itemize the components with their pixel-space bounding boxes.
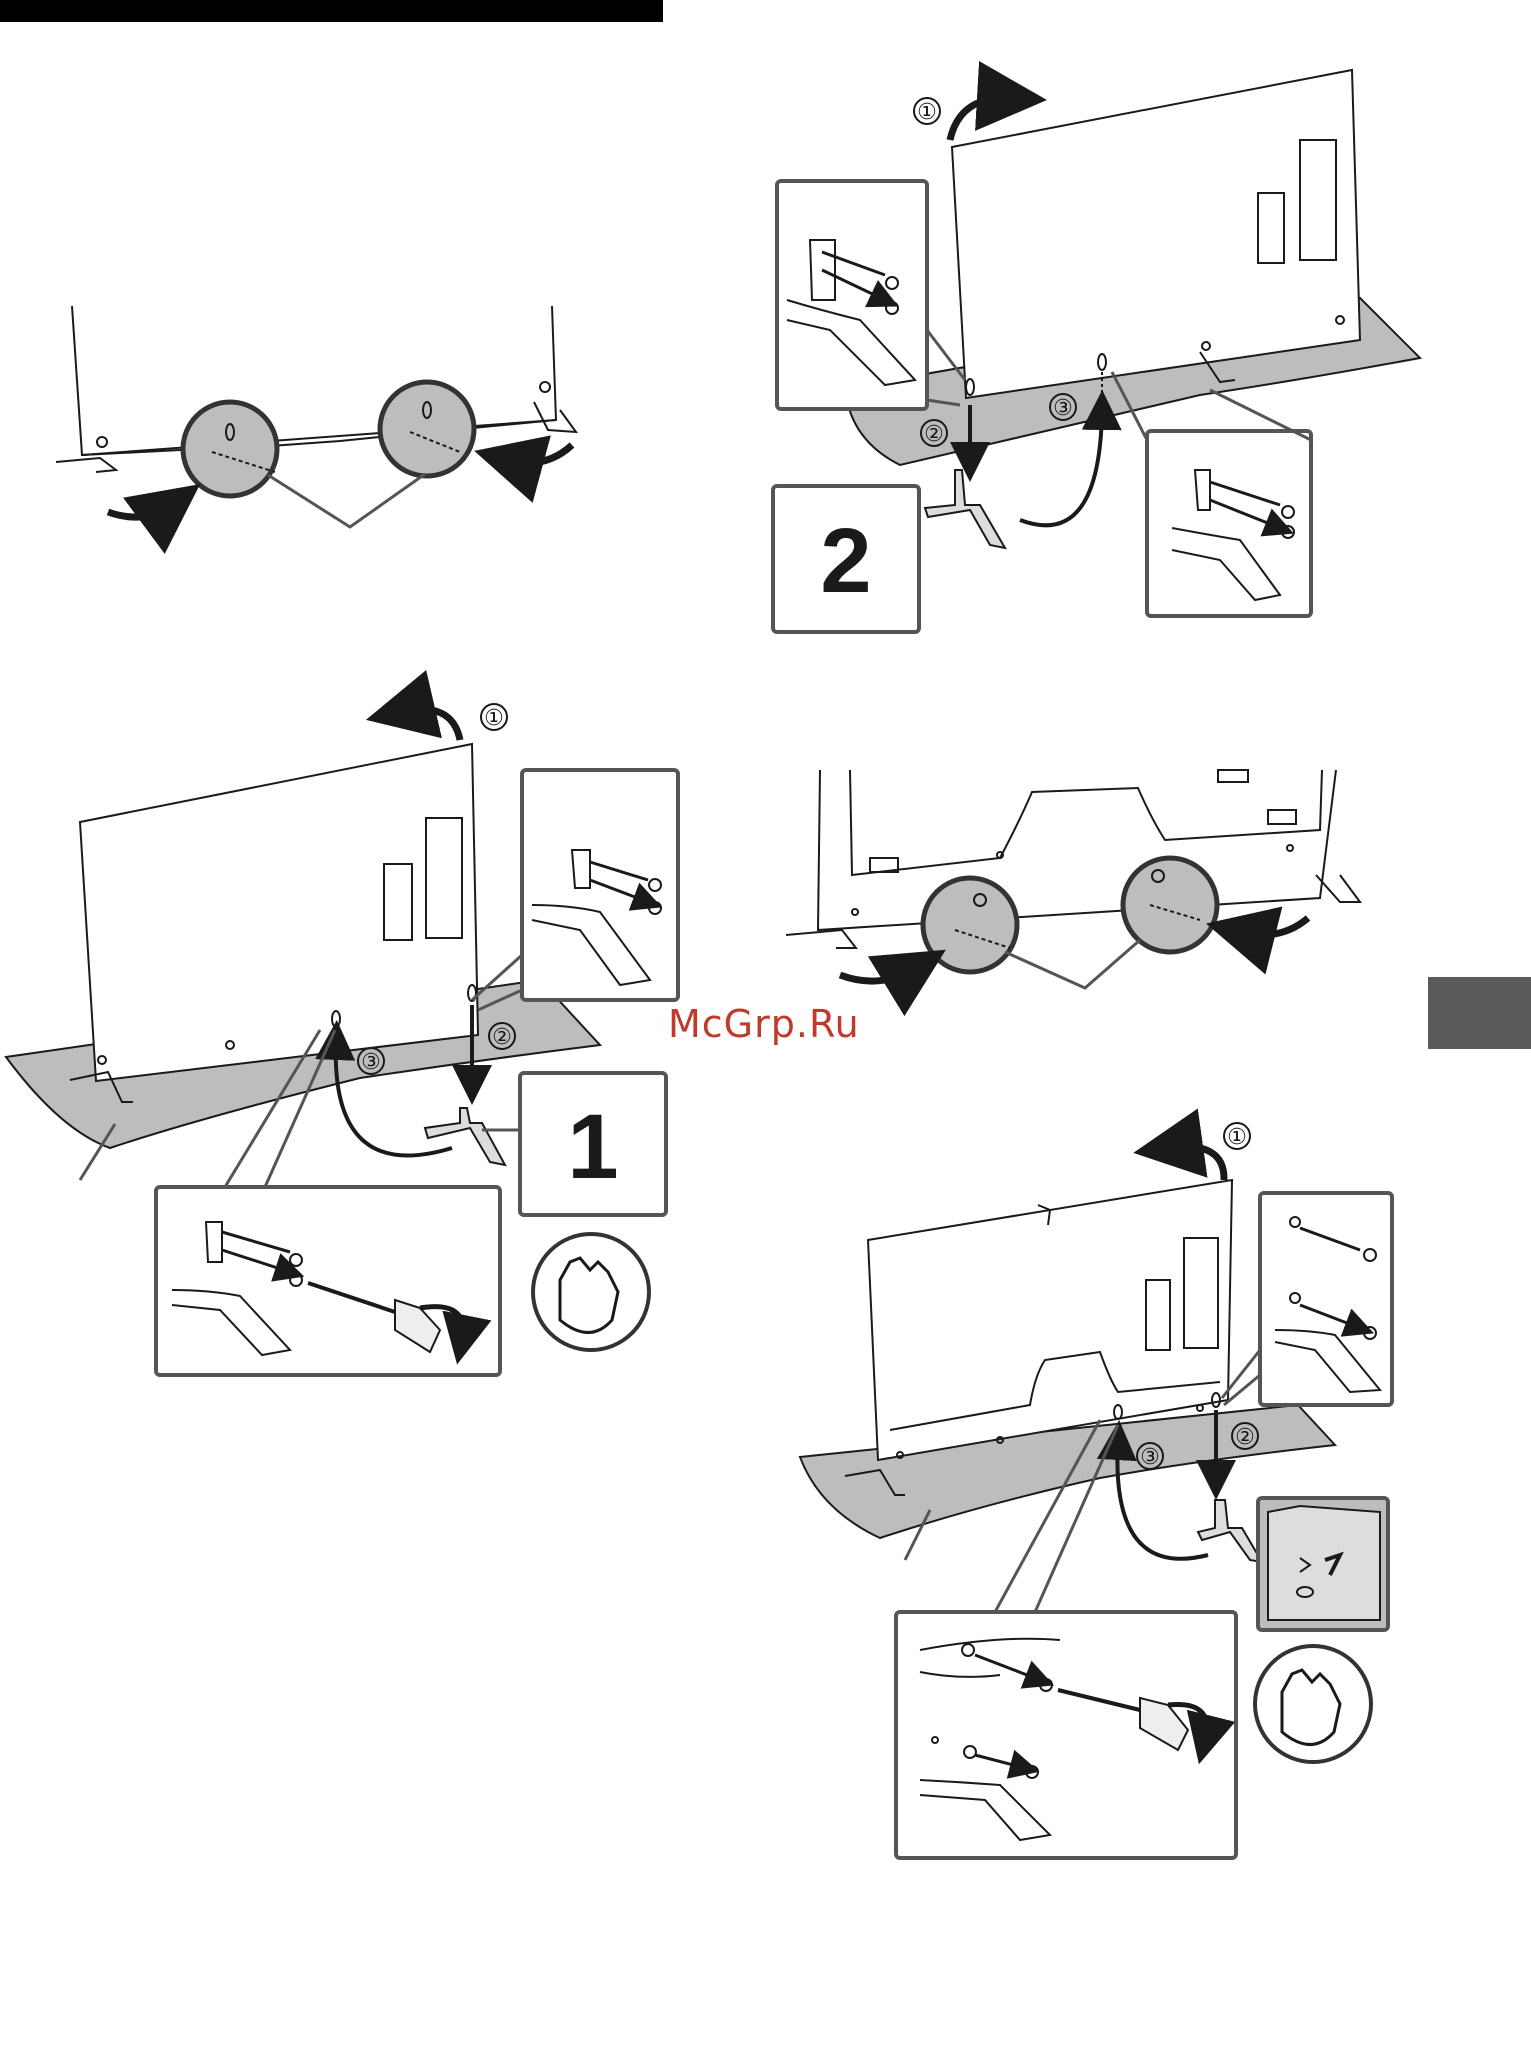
zoom-circle-rear-right (1123, 858, 1217, 952)
marker-2: ② (492, 1025, 512, 1050)
marker-3: ③ (1140, 1445, 1160, 1470)
step-1-label: 1 (567, 1096, 618, 1198)
figure-remove-stand-front (56, 306, 576, 527)
zoom-circle-left (183, 402, 277, 496)
detail-box-screwdriver (156, 1187, 500, 1375)
marker-3: ③ (1053, 396, 1073, 421)
marker-1: ① (1227, 1125, 1247, 1150)
section-tab (1428, 977, 1531, 1049)
figure-rear-assembly (800, 1123, 1392, 1858)
header-bar (0, 0, 663, 22)
watermark-text: McGrp.Ru (668, 1002, 860, 1046)
detail-box-rear-side (1260, 1193, 1392, 1405)
detail-box-right (1147, 431, 1311, 616)
marker-1: ① (917, 100, 937, 125)
zoom-circle-right (380, 382, 474, 476)
figure-step-1 (6, 704, 678, 1375)
marker-3: ③ (361, 1050, 381, 1075)
detail-box-left (777, 181, 927, 409)
step-2-label: 2 (820, 510, 871, 612)
figure-remove-stand-rear (786, 770, 1360, 988)
marker-2: ② (924, 422, 944, 447)
marker-2: ② (1235, 1425, 1255, 1450)
zoom-circle-rear-left (923, 878, 1017, 972)
marker-1: ① (484, 706, 504, 731)
